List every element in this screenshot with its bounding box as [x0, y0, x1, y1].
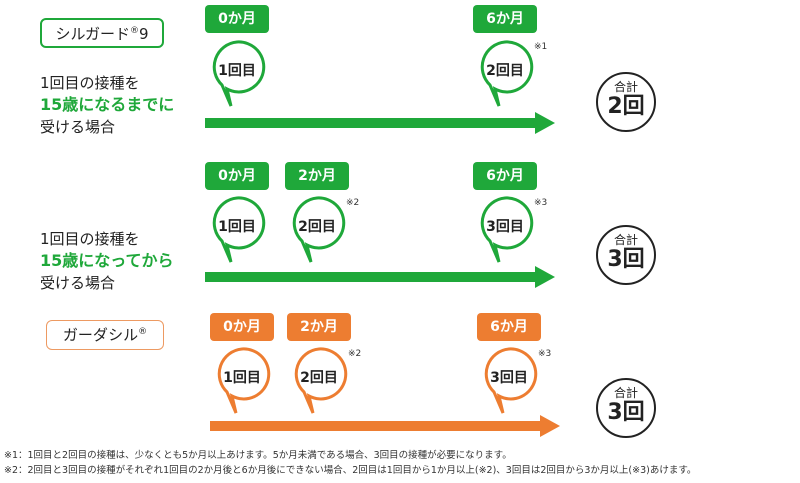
silgard9-label-suffix: 9 [139, 25, 149, 43]
row3-month-0: 0か月 [210, 313, 274, 341]
speech-bubble-icon [212, 40, 266, 107]
speech-bubble-icon [480, 196, 534, 263]
row3-total-label: 合計 [613, 386, 638, 400]
speech-bubble-icon [292, 196, 346, 263]
gardasil-label: ガーダシル® [46, 320, 164, 350]
silgard9-label: シルガード®9 [40, 18, 164, 48]
row3-dose3-label: 3回目 [490, 370, 528, 386]
row2-dose2-label: 2回目 [298, 219, 336, 235]
speech-bubble-icon [484, 347, 538, 414]
row2-dose3-bubble: 3回目 [478, 196, 538, 274]
footnote-2: ※2：2回目と3回目の接種がそれぞれ1回目の2か月後と6か月後にできない場合、2… [4, 465, 697, 476]
row3-month-6: 6か月 [477, 313, 541, 341]
row1-dose1-bubble: 1回目 [210, 40, 270, 118]
silgard9-label-text: シルガード [55, 25, 130, 43]
row3-timeline-arrow [210, 415, 560, 437]
footnote-1: ※1：1回目と2回目の接種は、少なくとも5か月以上あけます。5か月未満である場合… [4, 450, 512, 461]
row1-timeline-arrow [205, 112, 555, 134]
row2-dose2-bubble: 2回目 [290, 196, 350, 274]
row1-total-circle: 合計 2回 [596, 72, 656, 132]
row1-desc-line3: 受ける場合 [40, 118, 116, 136]
row3-note2-mark: ※2 [348, 349, 362, 359]
row2-month-2: 2か月 [285, 162, 349, 190]
row2-dose3-label: 3回目 [486, 219, 524, 235]
row3-total-value: 3回 [607, 400, 645, 425]
speech-bubble-icon [294, 347, 348, 414]
row2-total-value: 3回 [607, 247, 645, 272]
row1-dose2-bubble: 2回目 [478, 40, 538, 118]
row3-month-2: 2か月 [287, 313, 351, 341]
row2-note3-mark: ※3 [534, 198, 548, 208]
row2-month-6: 6か月 [473, 162, 537, 190]
row2-desc-line3: 受ける場合 [40, 274, 116, 292]
gardasil-label-text: ガーダシル [62, 326, 139, 344]
row2-total-label: 合計 [613, 233, 638, 247]
speech-bubble-icon [212, 196, 266, 263]
row3-note3-mark: ※3 [538, 349, 552, 359]
row3-dose2-bubble: 2回目 [292, 347, 352, 425]
row1-description: 1回目の接種を 15歳になるまでに 受ける場合 [40, 72, 174, 138]
row2-total-circle: 合計 3回 [596, 225, 656, 285]
speech-bubble-icon [480, 40, 534, 107]
row1-dose2-label: 2回目 [486, 63, 524, 79]
registered-mark: ® [130, 26, 139, 36]
row1-month-0: 0か月 [205, 5, 269, 33]
row3-dose1-label: 1回目 [223, 370, 261, 386]
row1-total-value: 2回 [607, 94, 645, 119]
row2-dose1-label: 1回目 [218, 219, 256, 235]
row3-dose3-bubble: 3回目 [482, 347, 542, 425]
row3-dose1-bubble: 1回目 [215, 347, 275, 425]
row2-timeline-arrow [205, 266, 555, 288]
row2-desc-line1: 1回目の接種を [40, 230, 140, 248]
row1-month-6: 6か月 [473, 5, 537, 33]
row2-dose1-bubble: 1回目 [210, 196, 270, 274]
row2-desc-highlight: 15歳になってから [40, 251, 174, 270]
row3-dose2-label: 2回目 [300, 370, 338, 386]
row2-note2-mark: ※2 [346, 198, 360, 208]
registered-mark: ® [138, 327, 148, 337]
row1-note1-mark: ※1 [534, 42, 548, 52]
row2-description: 1回目の接種を 15歳になってから 受ける場合 [40, 228, 173, 294]
row1-dose1-label: 1回目 [218, 63, 256, 79]
row2-month-0: 0か月 [205, 162, 269, 190]
row1-desc-line1: 1回目の接種を [40, 74, 140, 92]
row1-total-label: 合計 [613, 80, 638, 94]
row3-total-circle: 合計 3回 [596, 378, 656, 438]
speech-bubble-icon [217, 347, 271, 414]
row1-desc-highlight: 15歳になるまでに [40, 95, 175, 114]
